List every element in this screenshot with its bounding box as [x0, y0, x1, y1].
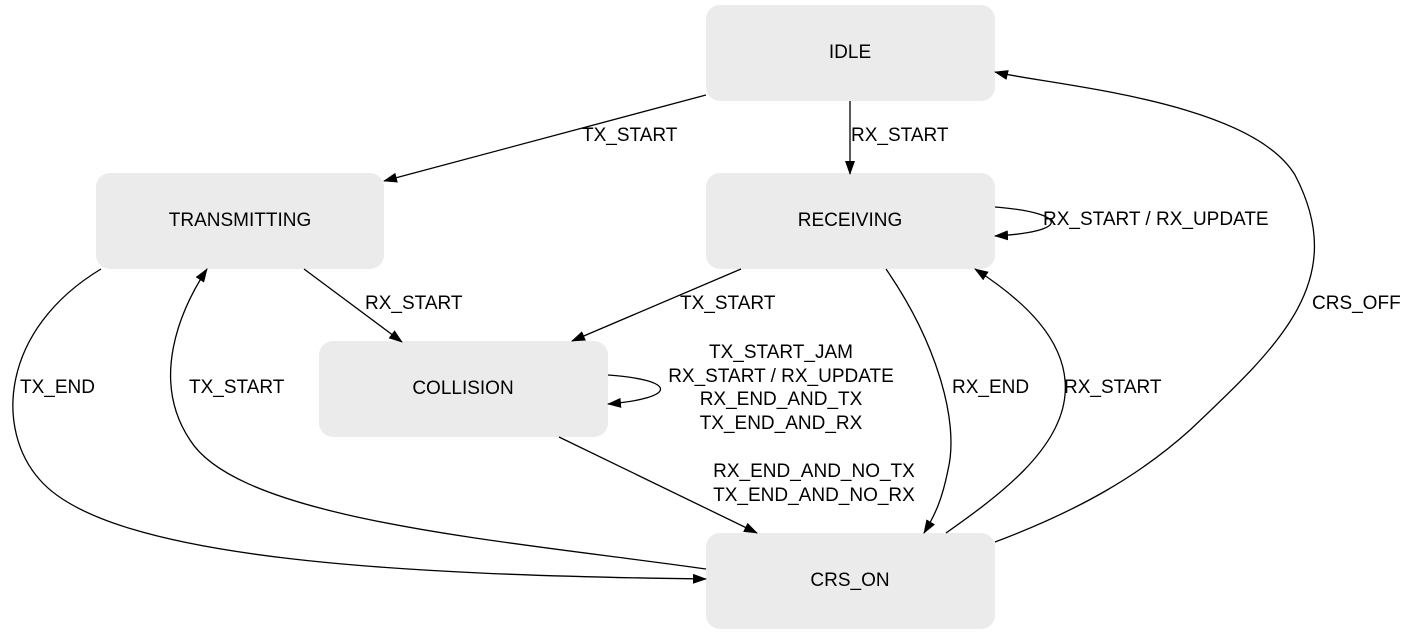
- edge-crs-on-to-idle: CRS_OFF: [994, 70, 1401, 543]
- state-idle-label: IDLE: [829, 42, 871, 63]
- edge-collision-self-loop-label-4: TX_END_AND_RX: [700, 413, 863, 434]
- edge-collision-self-loop-label-3: RX_END_AND_TX: [700, 389, 863, 410]
- edge-transmitting-to-collision-label: RX_START: [365, 293, 463, 314]
- edge-idle-to-receiving-label: RX_START: [851, 125, 949, 146]
- edge-idle-to-transmitting-label: TX_START: [582, 125, 678, 146]
- state-crs-on-label: CRS_ON: [810, 570, 889, 591]
- edge-receiving-to-collision: TX_START: [571, 268, 776, 342]
- edge-crs-on-to-receiving: RX_START: [945, 268, 1162, 534]
- edge-receiving-to-collision-label: TX_START: [680, 293, 776, 314]
- edge-crs-on-to-receiving-label: RX_START: [1064, 377, 1162, 398]
- state-crs-on: CRS_ON: [706, 533, 995, 629]
- state-transmitting: TRANSMITTING: [96, 173, 384, 269]
- edge-receiving-to-crs-on-label: RX_END: [952, 377, 1029, 398]
- edge-crs-on-to-transmitting: TX_START: [169, 268, 707, 570]
- edge-collision-to-crs-on-label-2: TX_END_AND_NO_RX: [713, 485, 915, 506]
- edge-idle-to-transmitting: TX_START: [383, 94, 707, 183]
- edge-transmitting-to-crs-on-label: TX_END: [20, 377, 95, 398]
- edge-idle-to-receiving: RX_START: [845, 101, 949, 175]
- edge-crs-on-to-transmitting-label: TX_START: [189, 377, 285, 398]
- edge-collision-to-crs-on-label-1: RX_END_AND_NO_TX: [713, 461, 915, 482]
- edge-transmitting-to-crs-on: TX_END: [12, 268, 707, 584]
- edge-receiving-to-crs-on: RX_END: [885, 268, 1029, 534]
- state-receiving: RECEIVING: [706, 173, 995, 269]
- edge-collision-self-loop-label-1: TX_START_JAM: [709, 342, 853, 363]
- state-collision-label: COLLISION: [412, 378, 513, 399]
- state-idle: IDLE: [706, 5, 995, 101]
- edge-collision-self-loop-label-2: RX_START / RX_UPDATE: [668, 366, 894, 387]
- edge-transmitting-to-collision: RX_START: [303, 268, 463, 343]
- edge-receiving-self-loop: RX_START / RX_UPDATE: [994, 206, 1269, 241]
- edge-collision-to-crs-on: RX_END_AND_NO_TX TX_END_AND_NO_RX: [558, 436, 915, 534]
- state-transmitting-label: TRANSMITTING: [169, 210, 312, 231]
- edge-collision-self-loop: TX_START_JAM RX_START / RX_UPDATE RX_END…: [607, 342, 894, 434]
- edge-crs-on-to-idle-label: CRS_OFF: [1312, 293, 1401, 314]
- state-receiving-label: RECEIVING: [798, 210, 903, 231]
- state-collision: COLLISION: [319, 341, 608, 437]
- edge-receiving-self-loop-label: RX_START / RX_UPDATE: [1043, 209, 1269, 230]
